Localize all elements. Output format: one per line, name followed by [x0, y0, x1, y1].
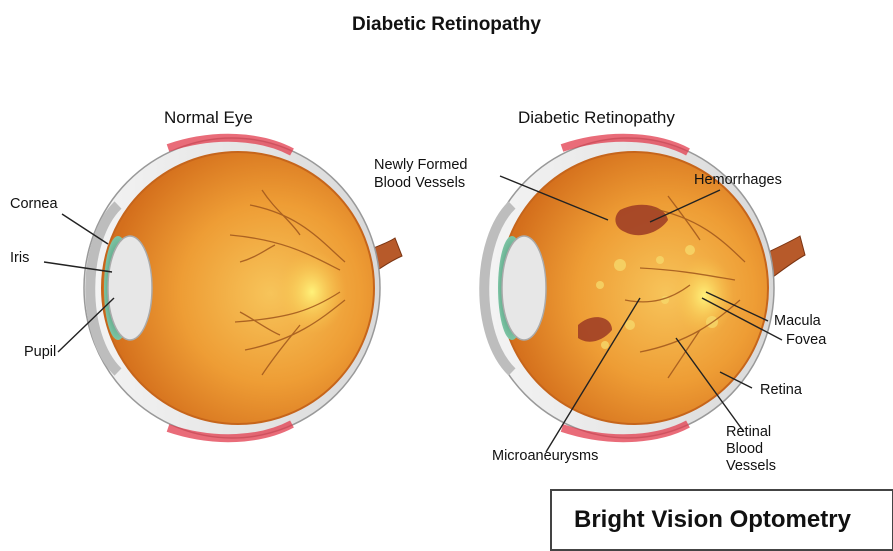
label-macula: Macula	[774, 313, 821, 330]
lens-2	[502, 236, 546, 340]
label-microaneurysms: Microaneurysms	[492, 448, 598, 465]
label-hemorrhages: Hemorrhages	[694, 172, 782, 189]
label-iris: Iris	[10, 250, 29, 267]
label-vessels: Vessels	[726, 458, 776, 475]
label-blood: Blood	[726, 441, 763, 458]
macula	[278, 250, 346, 334]
brand-name: Bright Vision Optometry	[574, 506, 851, 534]
brand-box: Bright Vision Optometry	[550, 489, 893, 551]
label-retinal: Retinal	[726, 424, 771, 441]
label-fovea: Fovea	[786, 332, 826, 349]
diseased-eye-heading: Diabetic Retinopathy	[518, 108, 675, 128]
label-pupil: Pupil	[24, 344, 56, 361]
normal-eye	[84, 138, 402, 438]
diagram-title: Diabetic Retinopathy	[0, 14, 893, 36]
label-newly-formed: Newly Formed	[374, 157, 467, 174]
lens	[108, 236, 152, 340]
macula-2	[674, 256, 734, 336]
label-cornea: Cornea	[10, 196, 58, 213]
label-blood-vessels: Blood Vessels	[374, 175, 465, 192]
label-retina: Retina	[760, 382, 802, 399]
normal-eye-heading: Normal Eye	[164, 108, 253, 128]
